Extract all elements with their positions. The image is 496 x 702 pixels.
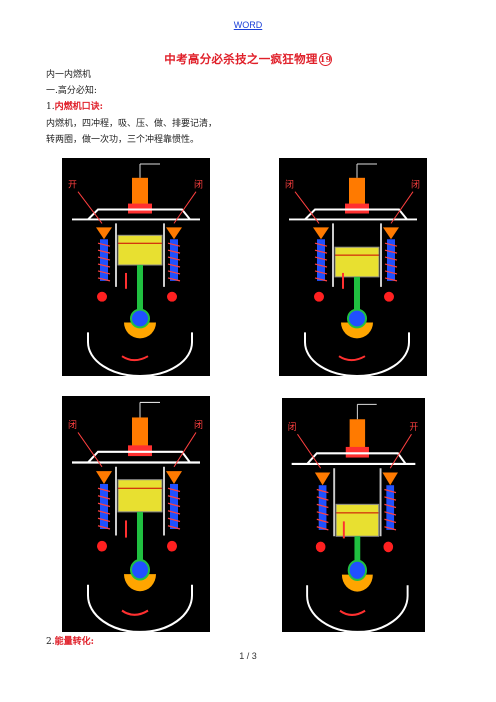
piston-icon bbox=[334, 246, 380, 278]
rotation-arrow-icon bbox=[338, 355, 366, 362]
exhaust-cam-icon bbox=[167, 291, 177, 302]
exhaust-spring-icon bbox=[170, 483, 178, 530]
exhaust-valve-icon bbox=[166, 227, 182, 240]
left-valve-state-label: 闭 bbox=[288, 420, 297, 433]
crank-counterweight-icon bbox=[124, 322, 156, 339]
section-heading: 内一内燃机 bbox=[46, 70, 92, 80]
left-valve-state-label: 闭 bbox=[68, 419, 77, 431]
exhaust-valve-icon bbox=[383, 227, 399, 240]
intake-spring-icon bbox=[318, 485, 327, 530]
right-valve-state-label: 闭 bbox=[411, 179, 420, 191]
right-valve-state-label: 闭 bbox=[194, 179, 203, 191]
intake-cam-icon bbox=[97, 540, 107, 552]
crankshaft-icon bbox=[130, 559, 150, 581]
cylinder-wall-icon bbox=[332, 223, 382, 287]
cylinder-head-icon bbox=[72, 450, 200, 464]
exhaust-spring-icon bbox=[170, 239, 178, 281]
intake-valve-icon bbox=[96, 227, 112, 240]
piston-icon bbox=[117, 479, 163, 513]
cylinder-wall-icon bbox=[115, 223, 165, 287]
crankshaft-icon bbox=[130, 308, 150, 329]
exhaust-cam-icon bbox=[167, 540, 177, 552]
piston-icon bbox=[117, 234, 163, 266]
intake-valve-icon bbox=[314, 472, 331, 486]
intake-valve-icon bbox=[313, 227, 329, 240]
crank-counterweight-icon bbox=[341, 574, 373, 592]
exhaust-cam-icon bbox=[384, 291, 394, 302]
exhaust-valve-icon bbox=[166, 471, 182, 484]
spark-plug-icon bbox=[349, 419, 366, 450]
crankshaft-icon bbox=[347, 559, 368, 581]
right-valve-state-label: 开 bbox=[410, 422, 419, 434]
item1-number: 1. bbox=[46, 102, 55, 112]
cylinder-head-icon bbox=[289, 208, 417, 221]
crankcase-icon bbox=[87, 584, 193, 632]
exhaust-spring-icon bbox=[387, 239, 395, 281]
cylinder-wall-icon bbox=[115, 466, 165, 536]
cylinder-head-icon bbox=[72, 208, 200, 221]
intake-spring-icon bbox=[100, 483, 108, 530]
crankshaft-icon bbox=[347, 308, 367, 329]
engine-svg: 闭开 bbox=[288, 403, 419, 632]
item1-heading: 1.内燃机口诀: bbox=[46, 101, 103, 113]
left-valve-state-label: 开 bbox=[68, 180, 77, 191]
title-number-badge: 19 bbox=[318, 53, 332, 66]
right-valve-state-label: 闭 bbox=[194, 419, 203, 431]
crank-counterweight-icon bbox=[341, 322, 373, 339]
item1-label: 内燃机口诀: bbox=[54, 102, 103, 112]
spark-plug-icon bbox=[349, 177, 365, 206]
item2-heading: 2.能量转化: bbox=[46, 636, 94, 648]
engine-diagram-exhaust: 闭开 bbox=[282, 398, 425, 632]
rotation-arrow-icon bbox=[121, 609, 149, 616]
intake-spring-icon bbox=[317, 239, 325, 281]
engine-diagram-power: 闭闭 bbox=[62, 396, 210, 632]
left-valve-state-label: 闭 bbox=[285, 179, 294, 191]
crankcase-icon bbox=[306, 585, 409, 632]
intake-valve-icon bbox=[96, 471, 112, 484]
engine-diagram-compression: 闭闭 bbox=[279, 158, 427, 376]
spark-plug-icon bbox=[132, 177, 148, 206]
cylinder-wall-icon bbox=[333, 468, 382, 537]
spark-plug-icon bbox=[132, 417, 148, 448]
footer-page-number: 1 / 3 bbox=[239, 651, 257, 661]
exhaust-spring-icon bbox=[386, 485, 395, 530]
engine-svg: 闭闭 bbox=[68, 401, 203, 632]
crankcase-icon bbox=[87, 332, 193, 376]
intake-cam-icon bbox=[97, 291, 107, 302]
exhaust-valve-icon bbox=[382, 472, 398, 486]
crank-counterweight-icon bbox=[124, 574, 156, 592]
rotation-arrow-icon bbox=[339, 609, 366, 617]
piston-icon bbox=[335, 503, 380, 537]
verse-line-2: 转两圈，做一次功，三个冲程靠惯性。 bbox=[46, 135, 200, 145]
engine-diagram-intake: 开闭 bbox=[62, 158, 210, 376]
header-word-link[interactable]: WORD bbox=[233, 20, 263, 30]
cylinder-head-icon bbox=[291, 452, 416, 466]
item2-label: 能量转化: bbox=[54, 637, 94, 647]
section-subheading: 一.高分必知: bbox=[46, 86, 97, 96]
engine-svg: 开闭 bbox=[68, 163, 203, 376]
document-title-text: 中考高分必杀技之一疯狂物理 bbox=[164, 52, 318, 66]
intake-cam-icon bbox=[314, 291, 324, 302]
verse-line-1: 内燃机，四冲程，吸、压、做、排要记清， bbox=[46, 119, 218, 129]
engine-svg: 闭闭 bbox=[285, 163, 420, 376]
item2-number: 2. bbox=[46, 637, 55, 647]
rotation-arrow-icon bbox=[121, 355, 149, 362]
intake-cam-icon bbox=[315, 541, 326, 553]
intake-spring-icon bbox=[100, 239, 108, 281]
exhaust-cam-icon bbox=[383, 541, 394, 553]
crankcase-icon bbox=[304, 332, 410, 376]
